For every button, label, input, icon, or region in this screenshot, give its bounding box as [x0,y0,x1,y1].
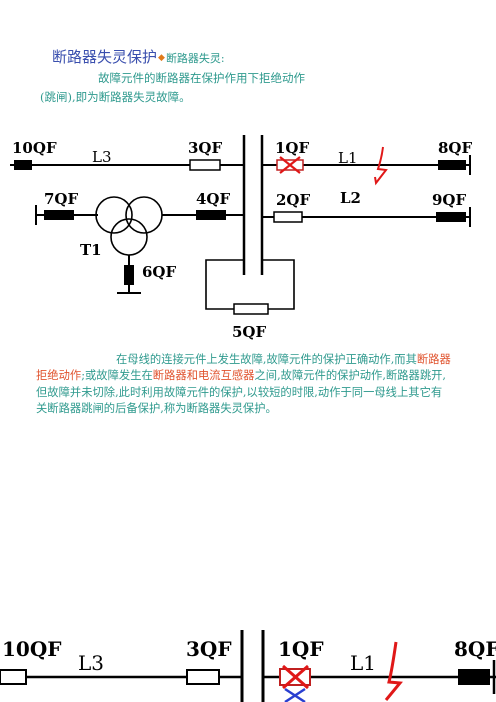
zoom-label-l1: L1 [350,651,376,675]
label-8qf: 8QF [438,139,473,157]
page-heading: 断路器失灵保护◆断路器失灵: [52,46,225,67]
label-6qf: 6QF [142,263,177,281]
zoom-diagram: 10QF L3 3QF 1QF L1 8QF [0,630,496,702]
label-1qf: 1QF [275,139,310,157]
zoom-label-l3: L3 [78,651,104,675]
para-text-3: 之间,故障元件的保护动作,断路器跳开,但故障并未切除,此时利用故障元件的保护,以… [36,369,447,416]
zoom-label-8qf: 8QF [454,637,496,661]
para-text-2: ;或故障发生在 [81,369,153,383]
label-t1: T1 [80,241,102,259]
breaker-6qf [124,265,134,285]
page-title: 断路器失灵保护 [52,48,158,66]
label-3qf: 3QF [188,139,223,157]
zoom-label-1qf: 1QF [278,637,324,661]
diamond-bullet-icon: ◆ [158,53,165,63]
breaker-2qf [273,211,303,223]
para-text-1: 在母线的连接元件上发生故障,故障元件的保护正确动作,而其 [116,353,417,366]
transformer-winding-2 [125,196,163,234]
definition-line-1: 故障元件的断路器在保护作用下拒绝动作 [98,71,305,85]
fault-lightning-icon [374,146,388,186]
fault-cross-icon [279,156,301,174]
transformer-winding-1 [95,196,133,234]
zoom-breaker-3qf [186,669,220,685]
label-l1: L1 [338,149,358,167]
explanation-paragraph: 在母线的连接元件上发生故障,故障元件的保护正确动作,而其断路器拒绝动作;或故障发… [36,352,452,418]
zoom-label-3qf: 3QF [186,637,232,661]
label-4qf: 4QF [196,190,231,208]
label-l2: L2 [340,189,361,207]
breaker-3qf [189,159,221,171]
breaker-7qf [44,210,74,220]
zoom-blue-cross-icon [284,687,306,702]
zoom-breaker-8qf [458,669,490,685]
label-l3: L3 [92,148,112,166]
definition-line-2: (跳闸),即为断路器失灵故障。 [40,90,191,104]
zoom-fault-lightning-icon [384,641,403,701]
breaker-9qf [436,212,466,222]
breaker-8qf [438,160,466,170]
label-9qf: 9QF [432,191,467,209]
zoom-breaker-10qf [0,669,27,685]
label-5qf: 5QF [232,323,267,341]
breaker-5qf [233,303,269,315]
bus-diagram: 10QF L3 3QF 1QF L1 8QF 7QF 4QF T1 6QF 2Q… [10,135,473,341]
breaker-10qf [14,160,32,170]
label-7qf: 7QF [44,190,79,208]
breaker-4qf [196,210,226,220]
para-highlight-2: 断路器和电流互感器 [152,369,255,383]
bus-coupler-loop [205,259,295,310]
para-highlight-1: 断路器拒绝动作 [36,353,451,383]
heading-subtitle: 断路器失灵: [165,52,225,65]
label-2qf: 2QF [276,191,311,209]
zoom-label-10qf: 10QF [2,637,61,661]
label-10qf: 10QF [12,139,57,157]
zoom-fault-cross-icon [282,664,309,690]
